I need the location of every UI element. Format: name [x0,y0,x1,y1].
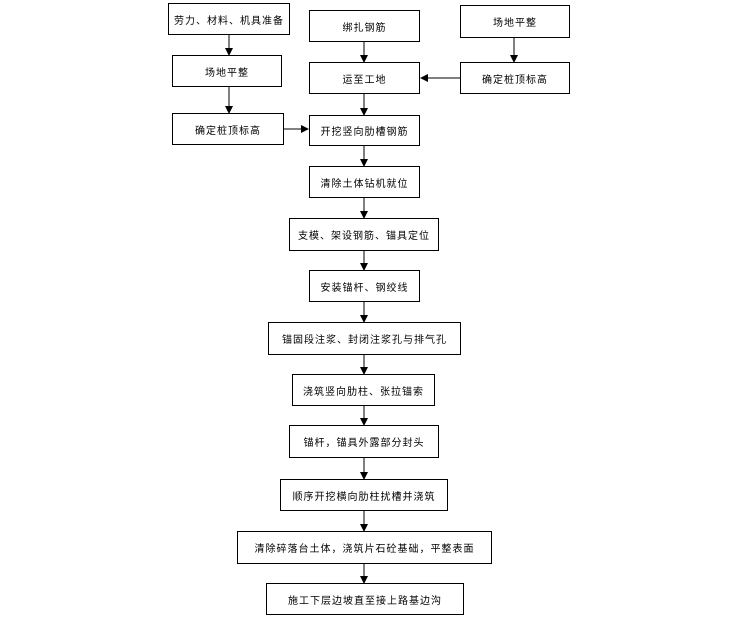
box-sequential-dig-pour: 顺序开挖横向肋柱扰槽并浇筑 [280,479,448,511]
box-install-anchor-strand: 安装锚杆、钢绞线 [309,270,420,302]
box-site-leveling-left: 场地平整 [172,55,282,87]
box-transport-to-site: 运至工地 [309,62,420,94]
box-anchor-grouting: 锚固段注浆、封闭注浆孔与排气孔 [268,322,461,355]
box-seal-anchor-head: 锚杆，锚具外露部分封头 [289,425,439,458]
box-site-leveling-right: 场地平整 [460,5,570,38]
box-clear-debris-foundation: 清除碎落台土体，浇筑片石砼基础，平整表面 [237,531,492,564]
box-construct-lower-slope: 施工下层边坡直至接上路基边沟 [266,583,464,615]
box-pile-elevation-left: 确定桩顶标高 [172,113,284,145]
box-dig-rib-trench: 开挖竖向肋槽钢筋 [309,115,420,146]
box-bind-rebar: 绑扎钢筋 [309,10,420,42]
box-pour-rib-tension: 浇筑竖向肋柱、张拉锚索 [292,374,435,406]
box-formwork-rebar-anchor: 支模、架设钢筋、锚具定位 [289,218,439,251]
box-labor-material-prep: 劳力、材料、机具准备 [168,3,290,35]
box-pile-elevation-right: 确定桩顶标高 [460,62,570,94]
box-clear-soil-drill: 清除土体钻机就位 [309,166,420,198]
